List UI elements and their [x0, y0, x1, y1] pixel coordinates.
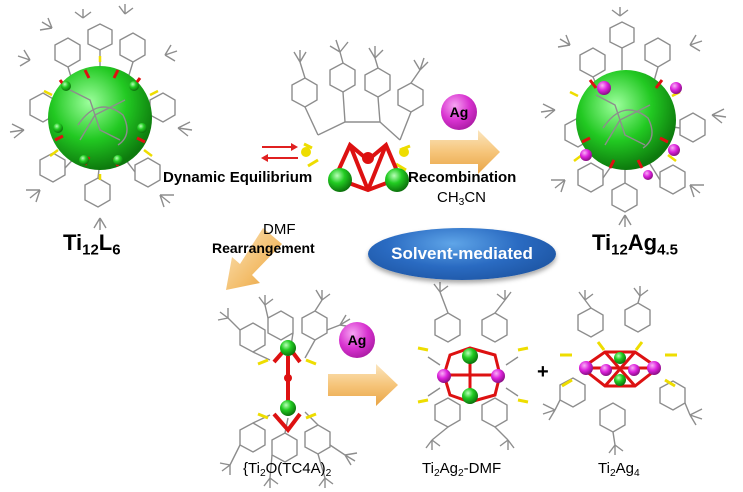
ti2ag4-label: Ti2Ag4 [598, 460, 640, 480]
ti12l6-label: Ti12L6 [63, 230, 121, 259]
plus-sign: + [537, 361, 549, 383]
dmf-label: DMF [263, 221, 296, 238]
ti2ag2-dmf-structure [417, 282, 529, 450]
ag-reagent-bottom: Ag [339, 322, 375, 358]
ti2o-tc4a-label: {Ti2O(TC4A)2 [243, 460, 332, 480]
ti2o-tc4a-structure [217, 289, 358, 488]
ch3cn-label: CH3CN [437, 189, 487, 209]
intermediate-structure [291, 39, 429, 193]
solvent-mediated-badge: Solvent-mediated [368, 228, 556, 280]
ti12l6-structure [9, 4, 193, 230]
recombination-label: Recombination [408, 169, 517, 186]
ti2ag4-structure [542, 286, 703, 455]
ag-reagent-top: Ag [441, 94, 477, 130]
rearrangement-arrow [226, 228, 282, 290]
ti2ag2-dmf-label: Ti2Ag2-DMF [422, 460, 502, 480]
rearrangement-label: Rearrangement [212, 240, 315, 256]
recombination-arrow [430, 130, 500, 174]
ti12ag45-label: Ti12Ag4.5 [592, 230, 678, 259]
dynamic-equilibrium-label: Dynamic Equilibrium [163, 169, 313, 186]
silver-addition-arrow [328, 364, 398, 406]
ti12ag45-structure [540, 7, 727, 227]
equilibrium-arrows [261, 143, 298, 162]
